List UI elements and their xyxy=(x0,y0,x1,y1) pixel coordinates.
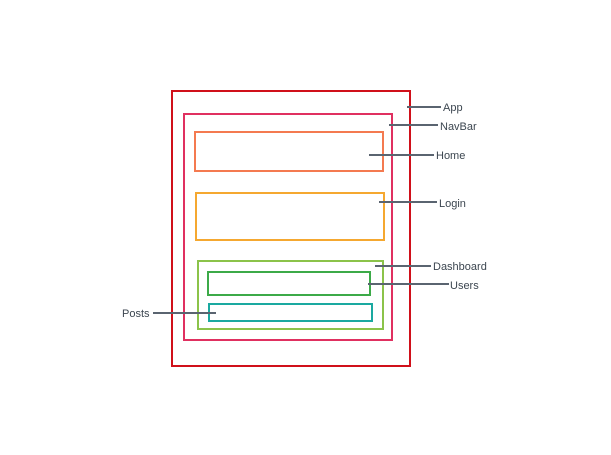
posts-label: Posts xyxy=(122,308,150,320)
posts-box xyxy=(208,303,373,322)
users-label: Users xyxy=(450,280,479,292)
home-label: Home xyxy=(436,150,465,162)
app-label: App xyxy=(443,102,463,114)
app-box xyxy=(171,90,411,367)
home-box xyxy=(194,131,384,172)
login-label: Login xyxy=(439,198,466,210)
navbar-box xyxy=(183,113,393,341)
dashboard-box xyxy=(197,260,384,330)
users-box xyxy=(207,271,371,296)
navbar-label: NavBar xyxy=(440,121,477,133)
dashboard-label: Dashboard xyxy=(433,261,487,273)
login-box xyxy=(195,192,385,241)
